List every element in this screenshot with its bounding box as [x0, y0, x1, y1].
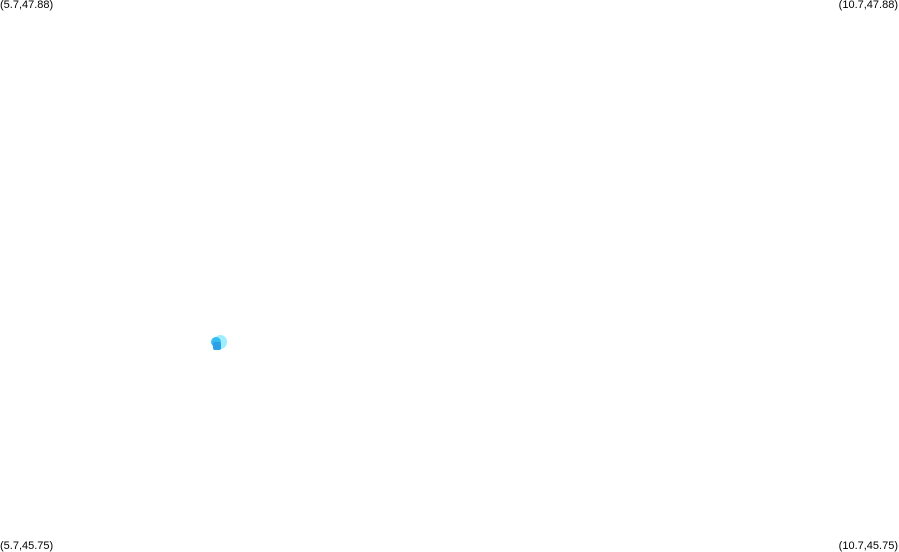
- corner-coordinate-bottom-left: (5.7,45.75): [0, 540, 54, 552]
- marker-shadow-dot: [213, 342, 221, 350]
- corner-coordinate-top-right: (10.7,47.88): [838, 0, 898, 11]
- corner-coordinate-top-left: (5.7,47.88): [0, 0, 54, 11]
- point-marker-icon[interactable]: [210, 334, 228, 351]
- corner-coordinate-bottom-right: (10.7,45.75): [838, 540, 898, 552]
